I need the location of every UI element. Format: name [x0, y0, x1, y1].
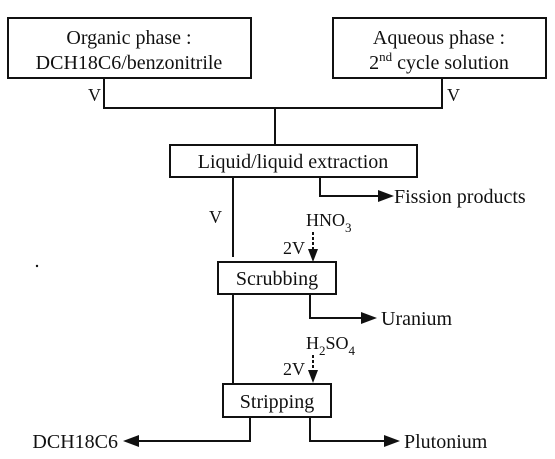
strip-reagent-so: SO — [326, 333, 349, 353]
plutonium-label: Plutonium — [404, 431, 488, 453]
organic-flow-ratio: V — [88, 85, 101, 105]
strip-reagent-h: H — [306, 333, 319, 353]
scrubbing-label: Scrubbing — [236, 268, 318, 290]
dch18c6-arrowhead — [123, 435, 139, 447]
scrubbing-frame — [217, 261, 337, 295]
strip-reagent-h-subscript: 2 — [319, 343, 326, 358]
aqueous-cycle-suffix: nd — [379, 49, 393, 64]
aqueous-flow-ratio: V — [447, 85, 460, 105]
dch18c6-label: DCH18C6 — [32, 431, 118, 453]
aqueous-cycle-rest: cycle solution — [392, 52, 509, 74]
uranium-arrowhead — [361, 312, 377, 324]
fission-products-label: Fission products — [394, 186, 526, 208]
scrub-reagent-subscript: 3 — [345, 220, 352, 235]
organic-phase-box: Organic phase : DCH18C6/benzonitrile — [7, 17, 252, 79]
organic-phase-frame — [7, 17, 252, 79]
scrub-reagent-arrowhead — [308, 249, 318, 262]
scan-dot — [35, 264, 39, 268]
organic-phase-solvent: DCH18C6/benzonitrile — [36, 52, 223, 74]
scrub-reagent-base: HNO — [306, 210, 345, 230]
uranium-label: Uranium — [381, 308, 453, 330]
strip-reagent-label: H2SO4 — [306, 333, 356, 358]
aqueous-phase-frame — [332, 17, 547, 79]
plutonium-line — [309, 417, 386, 442]
aqueous-phase-solution: 2nd cycle solution — [369, 49, 509, 74]
fission-products-line — [319, 177, 380, 197]
aqueous-cycle-number: 2 — [369, 52, 379, 74]
extraction-frame — [169, 144, 418, 178]
extraction-label: Liquid/liquid extraction — [198, 151, 389, 173]
scrubbing-box: Scrubbing — [217, 261, 337, 295]
scrub-reagent-label: HNO3 — [306, 210, 352, 235]
stripping-box: Stripping — [222, 383, 332, 418]
strip-reagent-so-subscript: 4 — [349, 343, 356, 358]
extraction-box: Liquid/liquid extraction — [169, 144, 418, 178]
stripping-label: Stripping — [240, 391, 314, 413]
dch18c6-line — [137, 417, 251, 442]
uranium-line — [309, 294, 363, 319]
stripping-frame — [222, 383, 332, 418]
organic-phase-title: Organic phase : — [66, 27, 191, 49]
feed-merge-line — [103, 78, 443, 109]
aqueous-phase-box: Aqueous phase : 2nd cycle solution — [332, 17, 547, 79]
strip-reagent-arrowhead — [308, 370, 318, 383]
extraction-flow-ratio: V — [209, 207, 222, 227]
aqueous-phase-title: Aqueous phase : — [373, 27, 505, 49]
scrub-reagent-ratio: 2V — [283, 238, 305, 258]
fission-products-arrowhead — [378, 190, 394, 202]
plutonium-arrowhead — [384, 435, 400, 447]
strip-reagent-ratio: 2V — [283, 359, 305, 379]
